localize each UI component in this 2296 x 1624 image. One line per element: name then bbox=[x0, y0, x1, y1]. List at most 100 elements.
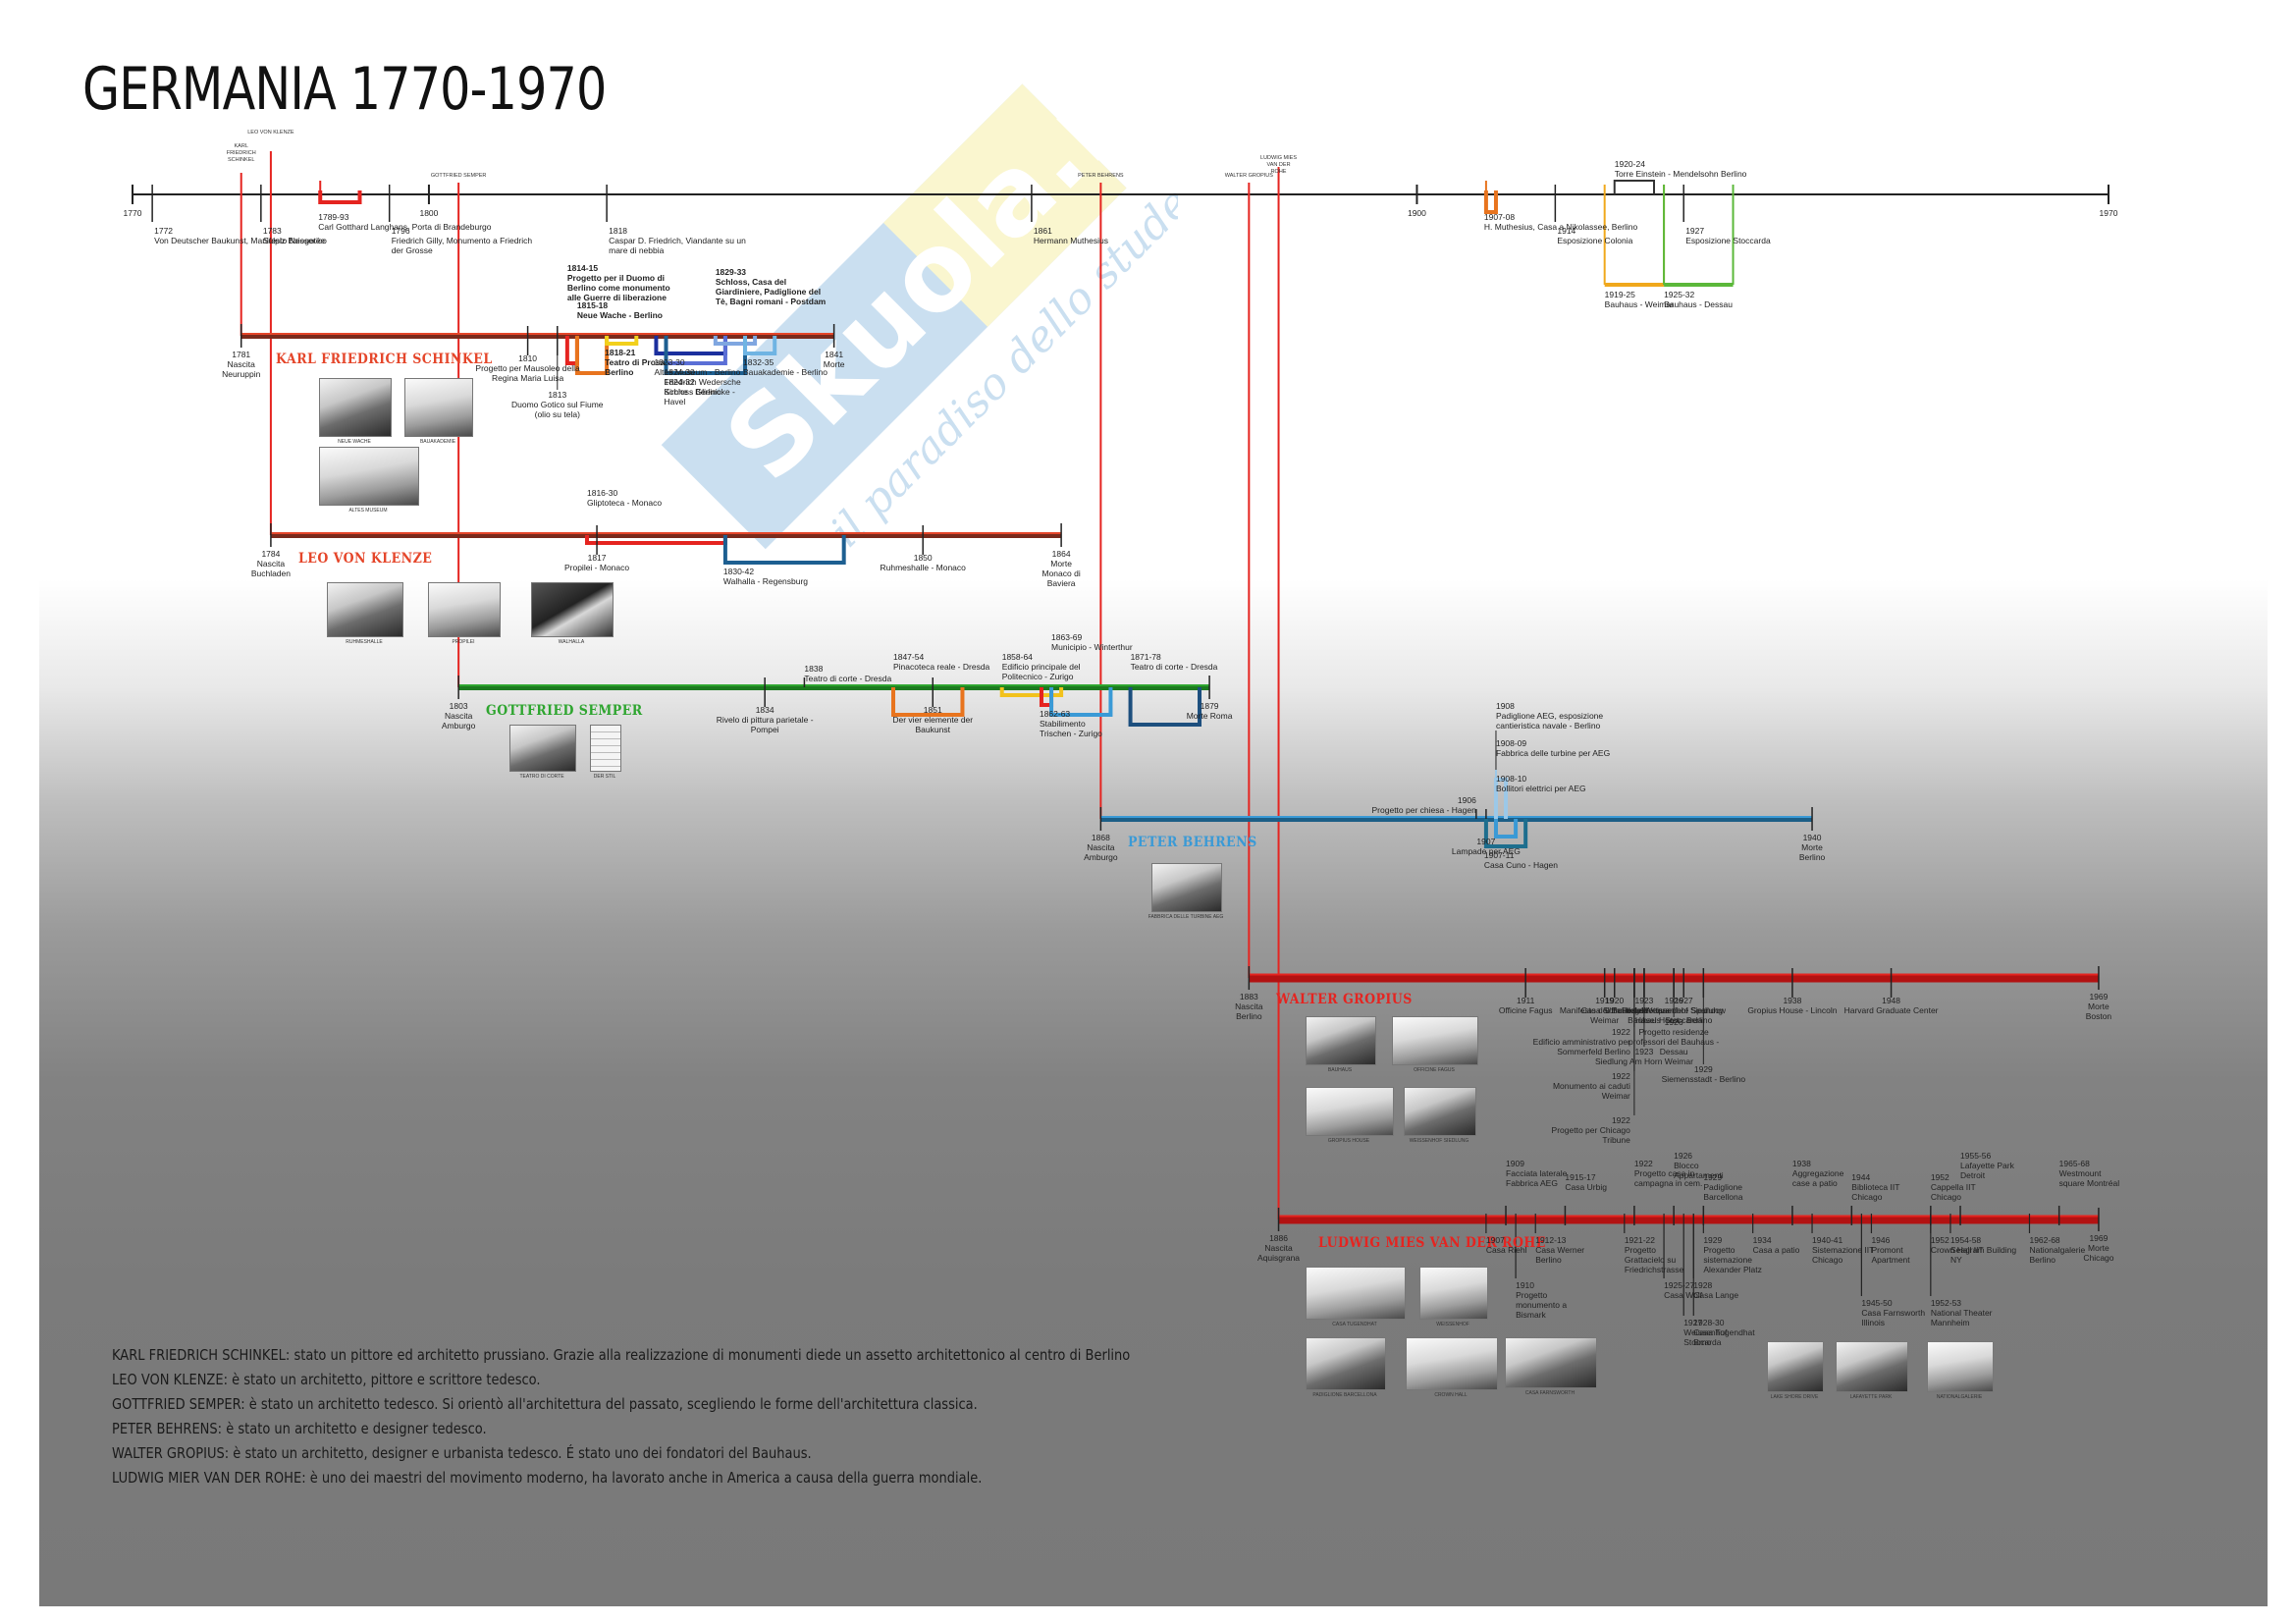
event-text: Bauhaus - Weimar bbox=[1604, 299, 1674, 309]
event-text: Casa Cuno - Hagen bbox=[1483, 860, 1559, 870]
event-text: Progetto residenze professori del Bauhau… bbox=[1629, 1027, 1720, 1056]
building-photo bbox=[1306, 1016, 1376, 1065]
event-year: 1962-68 bbox=[2029, 1235, 2060, 1245]
event-text: Friedrich Wedersche Kirche - Berlino bbox=[664, 377, 741, 397]
description-mies: LUDWIG MIER VAN DER ROHE: è uno dei maes… bbox=[112, 1469, 983, 1487]
building-photo bbox=[1836, 1341, 1908, 1392]
event-year: 1934 bbox=[1752, 1235, 1772, 1245]
event-text: Promont Apartment bbox=[1871, 1245, 1910, 1265]
photo-caption: DER STIL bbox=[593, 774, 616, 780]
event-year: 1919 bbox=[1595, 996, 1615, 1005]
event-span-bracket bbox=[1483, 819, 1528, 848]
event-span-bracket bbox=[891, 687, 965, 717]
birth-place: Berlino bbox=[1236, 1011, 1262, 1021]
architect-marker-label: PETER BEHRENS bbox=[1078, 173, 1124, 179]
event-text: Altes Museum - Berlino bbox=[654, 367, 741, 377]
photo-caption: NATIONALGALERIE bbox=[1936, 1394, 1983, 1400]
event-text: Sulpiz Boisserée bbox=[262, 236, 326, 245]
building-photo bbox=[404, 378, 473, 437]
building-photo bbox=[1306, 1267, 1406, 1320]
event-text: Weissenhof Stoccarda bbox=[1683, 1327, 1728, 1347]
event-year: 1908-09 bbox=[1495, 738, 1527, 748]
event-year: 1952 bbox=[1930, 1235, 1949, 1245]
event-year: 1796 bbox=[391, 226, 410, 236]
background-panel bbox=[39, 0, 2268, 1606]
architect-name-mies: LUDWIG MIES VAN DER ROHE bbox=[1317, 1235, 1546, 1251]
event-text: Casa Tugendhat Brno bbox=[1693, 1327, 1755, 1347]
event-text: Schloss Glienicke - Havel bbox=[664, 387, 735, 406]
event-year: 1823-30 bbox=[654, 357, 685, 367]
death-label: Morte Roma bbox=[1186, 711, 1233, 721]
event-text: Padiglione AEG, esposizione cantieristic… bbox=[1495, 711, 1604, 731]
birth-year-label: 1784 bbox=[261, 549, 281, 559]
event-year: 1818 bbox=[609, 226, 628, 236]
architect-name-semper: GOTTFRIED SEMPER bbox=[486, 703, 643, 719]
architect-name-behrens: PETER BEHRENS bbox=[1128, 835, 1257, 850]
building-photo bbox=[319, 378, 392, 437]
event-span-bracket bbox=[1049, 687, 1113, 717]
birth-year-label: 1883 bbox=[1239, 992, 1258, 1001]
building-photo bbox=[1404, 1087, 1476, 1136]
event-year: 1914 bbox=[1557, 226, 1576, 236]
event-span-bracket bbox=[1493, 819, 1519, 839]
photo-caption: WEISSENHOF SIEDLUNG bbox=[1409, 1138, 1469, 1144]
event-text: Progetto quartiere Spandow Hasel Horst -… bbox=[1622, 1005, 1727, 1025]
event-year: 1912-13 bbox=[1535, 1235, 1567, 1245]
death-label: Morte Chicago bbox=[2083, 1243, 2114, 1263]
event-text: Padiglione Barcellona bbox=[1703, 1182, 1743, 1202]
event-text: Cappella IIT Chicago bbox=[1930, 1182, 1976, 1202]
death-label: Morte bbox=[823, 359, 845, 369]
photo-caption: LAFAYETTE PARK bbox=[1849, 1394, 1893, 1400]
building-photo bbox=[428, 582, 501, 637]
event-text: Casa a patio bbox=[1752, 1245, 1800, 1255]
event-text: Blocco Appartamenti bbox=[1674, 1161, 1724, 1180]
event-year: 1824-30 bbox=[664, 367, 695, 377]
photo-caption: TEATRO DI CORTE bbox=[519, 774, 564, 780]
event-text: Progetto sistemazione Alexander Platz bbox=[1703, 1245, 1762, 1274]
event-year: 1940-41 bbox=[1812, 1235, 1843, 1245]
birth-place: Amburgo bbox=[1084, 852, 1118, 862]
event-text: Bauakademie - Berlino bbox=[743, 367, 828, 377]
event-text: H. Muthesius, Casa a Nikolassee, Berlino bbox=[1483, 222, 1638, 232]
event-year: 1814-15 bbox=[566, 263, 599, 273]
axis-year-label: 1770 bbox=[123, 208, 142, 218]
event-year: 1926 bbox=[1674, 1151, 1693, 1161]
photo-caption: PADIGLIONE BARCELLONA bbox=[1312, 1392, 1377, 1398]
event-text: Teatro di corte - Dresda bbox=[804, 674, 892, 683]
photo-caption: LAKE SHORE DRIVE bbox=[1770, 1394, 1819, 1400]
birth-place: Neuruppin bbox=[222, 369, 261, 379]
building-photo bbox=[1419, 1267, 1488, 1320]
event-text: Torre Einstein - Mendelsohn Berlino bbox=[1614, 169, 1747, 179]
photo-caption: CASA FARNSWORTH bbox=[1524, 1390, 1575, 1396]
event-year: 1920 bbox=[1605, 996, 1625, 1005]
event-text: Siedlung Am Horn Weimar bbox=[1594, 1056, 1693, 1066]
event-text: Weissenhof Siedlung Stoccarda bbox=[1644, 1005, 1724, 1025]
description-gropius: WALTER GROPIUS: è stato un architetto, d… bbox=[112, 1444, 812, 1462]
event-text: Progetto casa in campagna in cem. bbox=[1633, 1168, 1703, 1188]
death-label: Morte Berlino bbox=[1798, 842, 1826, 862]
death-year-label: 1864 bbox=[1051, 549, 1071, 559]
event-text: Aggregazione case a patio bbox=[1791, 1168, 1844, 1188]
architect-name-gropius: WALTER GROPIUS bbox=[1276, 992, 1414, 1007]
